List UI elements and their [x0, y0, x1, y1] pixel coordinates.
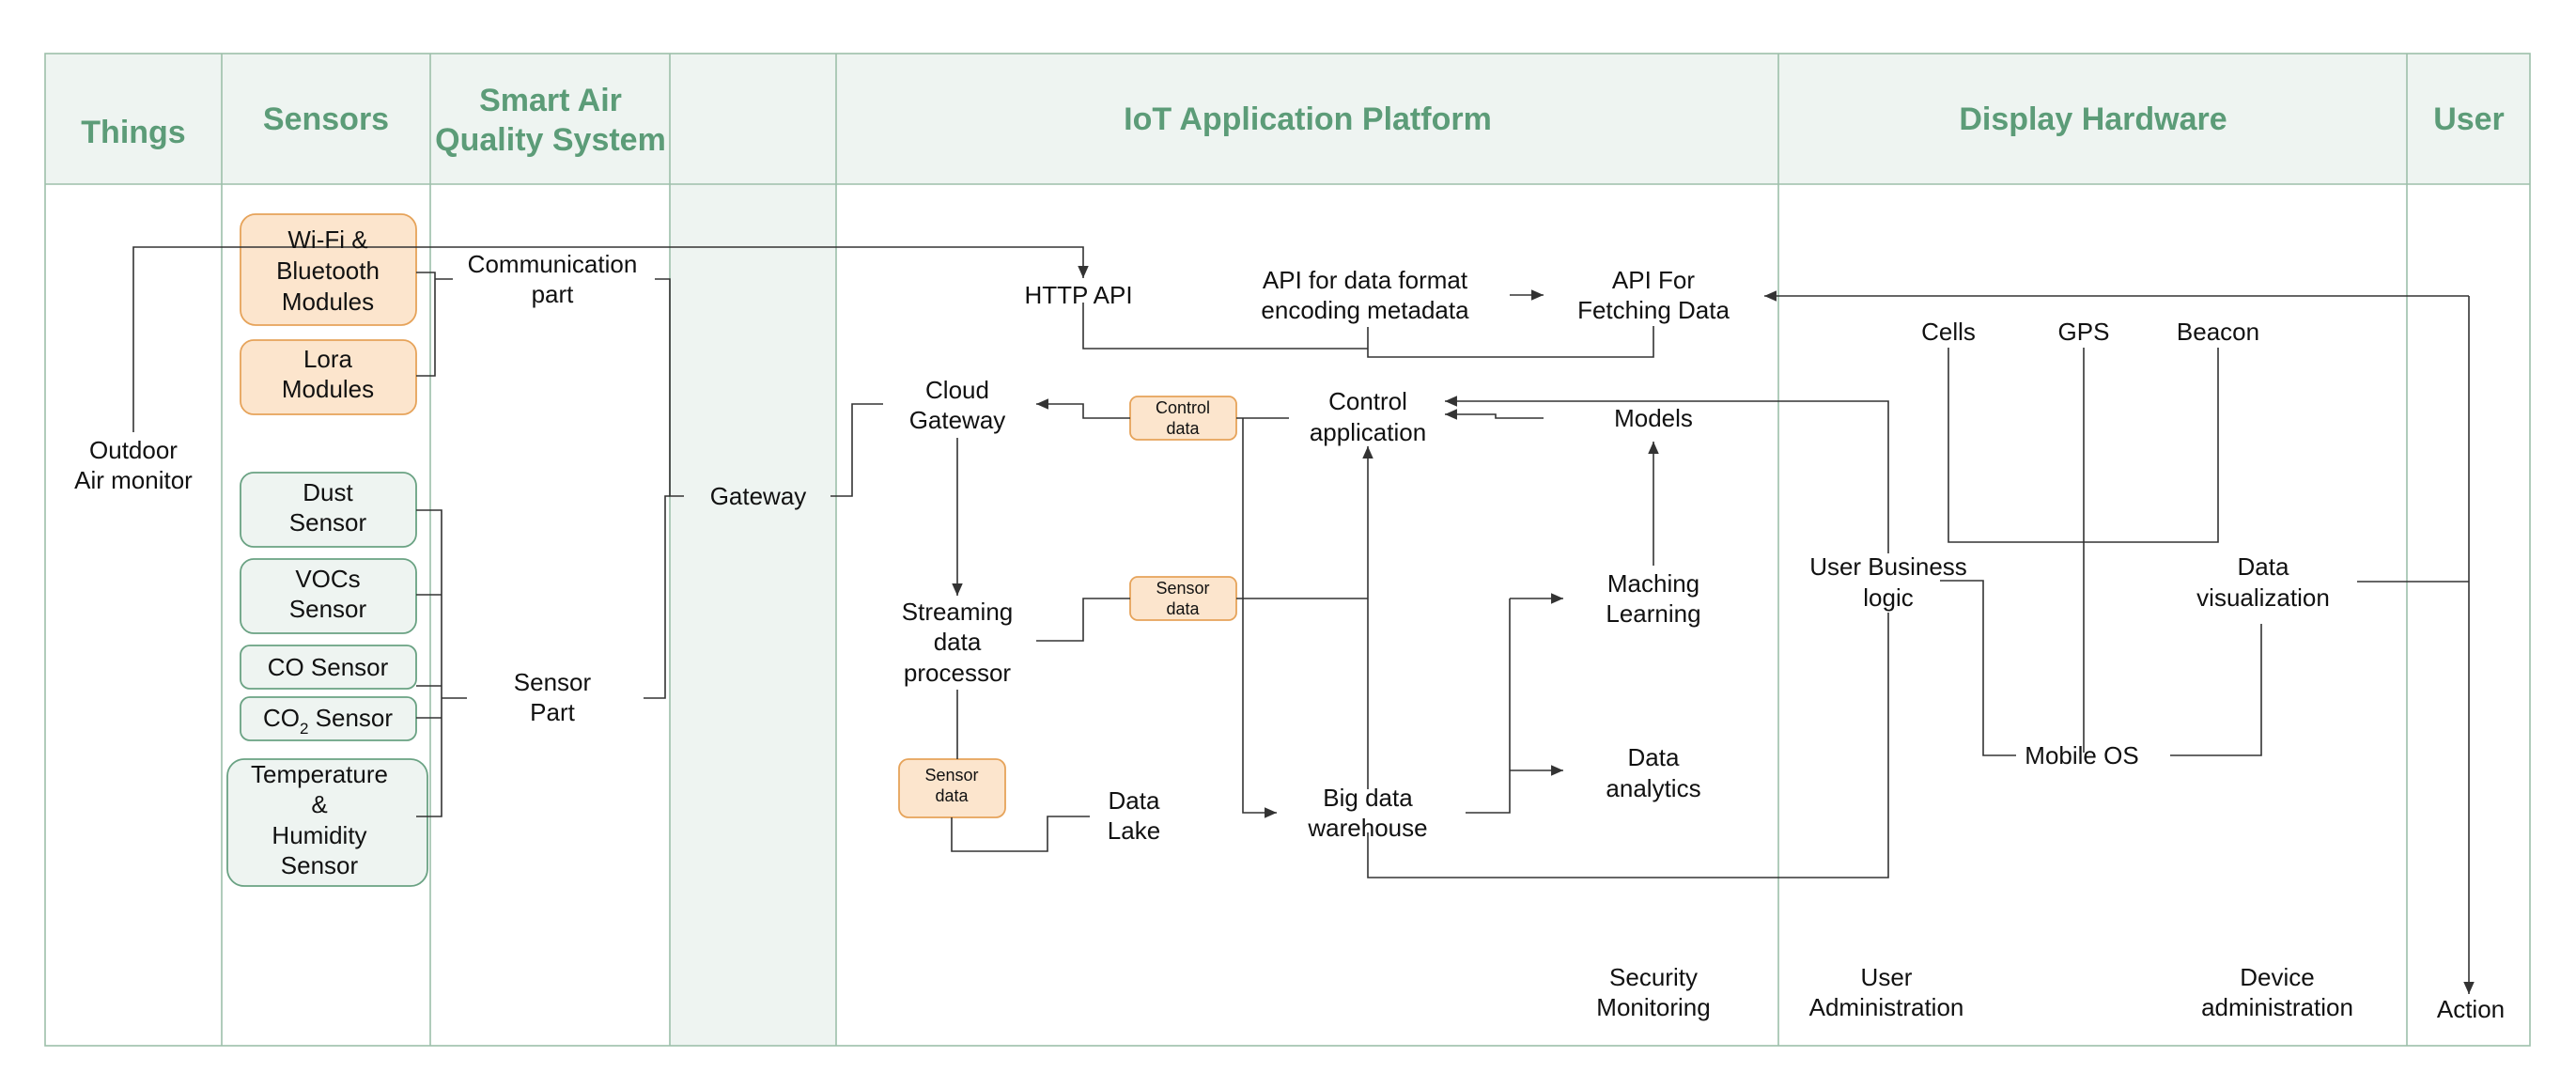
streaming-line3: processor: [904, 659, 1011, 687]
data-lake-line2: Lake: [1108, 816, 1160, 845]
co2-label: CO2 Sensor: [263, 704, 393, 738]
ml-line1: Maching: [1607, 569, 1699, 598]
analytics-line2: analytics: [1606, 774, 1700, 802]
sensor-data-b-line1: Sensor: [924, 766, 978, 785]
cloud-gateway-line2: Gateway: [909, 406, 1006, 434]
security-monitoring-line2: Monitoring: [1596, 993, 1710, 1021]
sensor-data-a-line1: Sensor: [1156, 579, 1209, 598]
header-smart-air-line2: Quality System: [435, 122, 666, 158]
action-label: Action: [2437, 995, 2505, 1023]
temp-label-line4: Sensor: [281, 851, 359, 879]
header-sensors: Sensors: [263, 101, 389, 137]
sensor-part-line1: Sensor: [514, 668, 592, 696]
co-sensor-box: [240, 645, 417, 690]
control-app-line2: application: [1310, 418, 1426, 446]
wifi-label-line1: Wi-Fi &: [287, 225, 367, 254]
temp-label-line2: &: [311, 790, 327, 818]
dust-label-line1: Dust: [303, 478, 353, 506]
outdoor-monitor-line2: Air monitor: [74, 466, 193, 494]
user-admin-line1: User: [1861, 963, 1913, 991]
header-user: User: [2433, 101, 2505, 137]
lora-label-line1: Lora: [303, 345, 353, 373]
lora-box: [240, 339, 417, 415]
header-smart-air-line1: Smart Air: [479, 83, 622, 118]
header-band: [45, 54, 2530, 184]
wifi-label-line3: Modules: [282, 288, 374, 316]
api-fetch-line2: Fetching Data: [1577, 296, 1730, 324]
sensor-part-line2: Part: [530, 698, 575, 726]
sensor-data-b-line2: data: [935, 786, 969, 805]
data-viz-line2: visualization: [2196, 583, 2330, 612]
gps-label: GPS: [2058, 318, 2110, 346]
temp-label-line1: Temperature: [251, 760, 388, 788]
ml-line2: Learning: [1606, 599, 1700, 628]
sensor-data-a-line2: data: [1166, 599, 1200, 618]
mobile-os-label: Mobile OS: [2025, 741, 2138, 769]
header-iot-platform: IoT Application Platform: [1124, 101, 1492, 137]
communication-part-line1: Communication: [468, 250, 638, 278]
header-things: Things: [81, 115, 185, 150]
streaming-line1: Streaming: [902, 598, 1014, 626]
vocs-label-line1: VOCs: [295, 565, 360, 593]
beacon-label: Beacon: [2177, 318, 2259, 346]
vocs-sensor-box: [240, 558, 417, 634]
api-format-line2: encoding metadata: [1261, 296, 1469, 324]
user-admin-line2: Administration: [1809, 993, 1964, 1021]
api-fetch-line1: API For: [1612, 266, 1695, 294]
header-display-hardware: Display Hardware: [1959, 101, 2227, 137]
analytics-line1: Data: [1628, 743, 1680, 771]
business-logic-line1: User Business: [1809, 552, 1967, 581]
cloud-gateway-line1: Cloud: [925, 376, 989, 404]
connector-lines: [132, 246, 2475, 994]
big-data-line1: Big data: [1323, 784, 1413, 812]
lora-label-line2: Modules: [282, 375, 374, 403]
business-logic-line2: logic: [1863, 583, 1913, 612]
device-admin-line1: Device: [2240, 963, 2314, 991]
control-data-line2: data: [1166, 419, 1200, 438]
device-admin-line2: administration: [2201, 993, 2353, 1021]
gateway-label: Gateway: [710, 482, 807, 510]
control-app-line1: Control: [1328, 387, 1407, 415]
models-label: Models: [1614, 404, 1693, 432]
control-data-line1: Control: [1156, 398, 1210, 417]
outdoor-monitor-line1: Outdoor: [89, 436, 178, 464]
vocs-label-line2: Sensor: [289, 595, 367, 623]
security-monitoring-line1: Security: [1609, 963, 1698, 991]
temp-humidity-box: [226, 758, 428, 887]
wifi-bluetooth-box: [240, 213, 417, 326]
data-viz-line1: Data: [2238, 552, 2289, 581]
dust-label-line2: Sensor: [289, 508, 367, 536]
gateway-column: [670, 54, 836, 1046]
wifi-label-line2: Bluetooth: [276, 256, 380, 285]
grid-lines: [44, 53, 2531, 1047]
co-label: CO Sensor: [268, 653, 389, 681]
cells-label: Cells: [1921, 318, 1976, 346]
big-data-line2: warehouse: [1307, 814, 1427, 842]
temp-label-line3: Humidity: [272, 821, 366, 849]
communication-part-line2: part: [532, 280, 575, 308]
http-api-label: HTTP API: [1024, 281, 1132, 309]
api-format-line1: API for data format: [1263, 266, 1468, 294]
streaming-line2: data: [934, 628, 982, 656]
data-lake-line1: Data: [1109, 786, 1160, 815]
co2-sensor-box: [240, 696, 417, 741]
